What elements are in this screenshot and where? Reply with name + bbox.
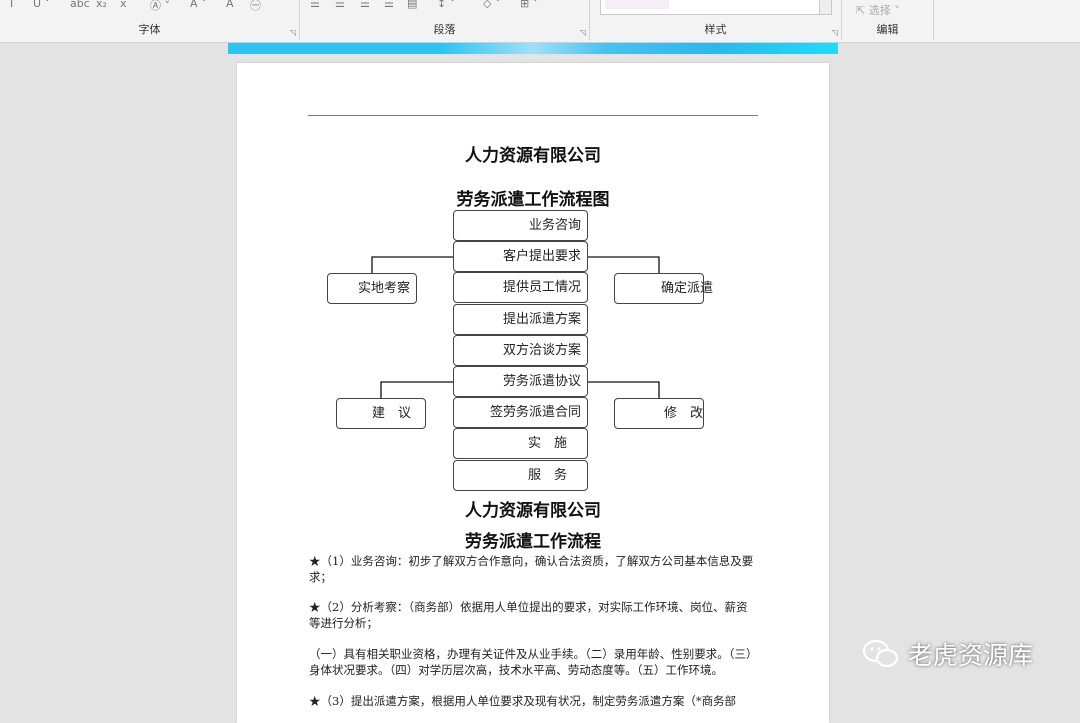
underline-icon[interactable]: U ˅	[33, 0, 51, 10]
company-title-2: 人力资源有限公司	[465, 501, 601, 521]
paragraph: ★（3）提出派遣方案，根据用人单位要求及现有状况，制定劳务派遣方案（*商务部	[309, 694, 737, 708]
borders-icon[interactable]: ⊞ ˅	[520, 0, 539, 10]
launcher-icon[interactable]: ◹	[579, 28, 586, 37]
char-shading-icon[interactable]: A	[226, 0, 234, 10]
launcher-icon[interactable]: ◹	[831, 28, 838, 37]
line-spacing-icon[interactable]: ↕ ˅	[437, 0, 456, 10]
document-page: 人力资源有限公司 劳务派遣工作流程图 业务咨询客户提出要求提供员工情况提出派遣方…	[237, 63, 829, 723]
flow-box: 服 务	[453, 459, 588, 491]
company-title: 人力资源有限公司	[465, 146, 601, 166]
scroll-icon[interactable]	[819, 0, 831, 14]
flow-box: 业务咨询	[453, 210, 588, 241]
paragraph: （一）具有相关职业资格，办理有关证件及从业手续。（二）录用年龄、性别要求。（三）…	[309, 647, 758, 677]
flow-box-suggestion: 建 议	[336, 398, 426, 429]
flow-box-confirm-dispatch: 确定派遣	[614, 273, 713, 304]
wechat-icon	[862, 639, 899, 668]
italic-icon[interactable]: I	[10, 0, 14, 10]
flow-box: 实 施	[453, 428, 588, 460]
watermark: 老虎资源库	[862, 636, 1033, 672]
flow-box: 提出派遣方案	[453, 303, 588, 335]
ribbon: I U ˅ abc x₂ x Ⓐ ˅ A ˅ A ㊀ 字体◹ ☰ ☰ ☰ ☰ ▤…	[0, 0, 1080, 43]
cursor-icon: ⇱	[856, 4, 866, 17]
font-group: 字体◹	[0, 0, 300, 40]
flow-box: 双方洽谈方案	[453, 334, 588, 366]
align-right-icon[interactable]: ☰	[360, 0, 370, 10]
align-left-icon[interactable]: ☰	[310, 0, 320, 10]
enclose-char-icon[interactable]: ㊀	[250, 0, 261, 12]
subscript-icon[interactable]: x₂	[96, 0, 107, 10]
flow-box-modify: 修 改	[614, 398, 704, 429]
flow-box: 提供员工情况	[453, 272, 588, 304]
styles-gallery[interactable]	[600, 0, 832, 15]
paragraph: ★（2）分析考察：（商务部）依据用人单位提出的要求，对实际工作环境、岗位、薪资等…	[309, 600, 748, 630]
banner-image	[228, 43, 838, 54]
flow-box: 签劳务派遣合同	[453, 397, 588, 429]
header-rule	[308, 115, 758, 116]
superscript-icon[interactable]: x	[120, 0, 127, 10]
flow-box: 劳务派遣协议	[453, 366, 588, 397]
select-button[interactable]: ⇱ 选择 ˅	[856, 4, 900, 17]
editing-group: 编辑	[842, 0, 934, 40]
align-center-icon[interactable]: ☰	[335, 0, 345, 10]
font-color-icon[interactable]: A ˅	[190, 0, 207, 10]
process-title: 劳务派遣工作流程	[465, 532, 601, 552]
paragraph-group: 段落◹	[300, 0, 590, 40]
flow-box-site-inspection: 实地考察	[327, 273, 417, 304]
paragraph: ★（1）业务咨询：初步了解双方合作意向，确认合法资质，了解双方公司基本信息及要求…	[309, 554, 754, 584]
text-effect-icon[interactable]: Ⓐ ˅	[150, 0, 170, 12]
flow-box: 客户提出要求	[453, 241, 588, 273]
strikethrough-icon[interactable]: abc	[70, 0, 90, 10]
launcher-icon[interactable]: ◹	[289, 28, 296, 37]
shading-icon[interactable]: ◇ ˅	[483, 0, 501, 10]
styles-group: 样式◹	[590, 0, 842, 40]
flowchart-title: 劳务派遣工作流程图	[456, 190, 610, 210]
distributed-icon[interactable]: ▤	[407, 0, 418, 10]
justify-icon[interactable]: ☰	[384, 0, 394, 10]
